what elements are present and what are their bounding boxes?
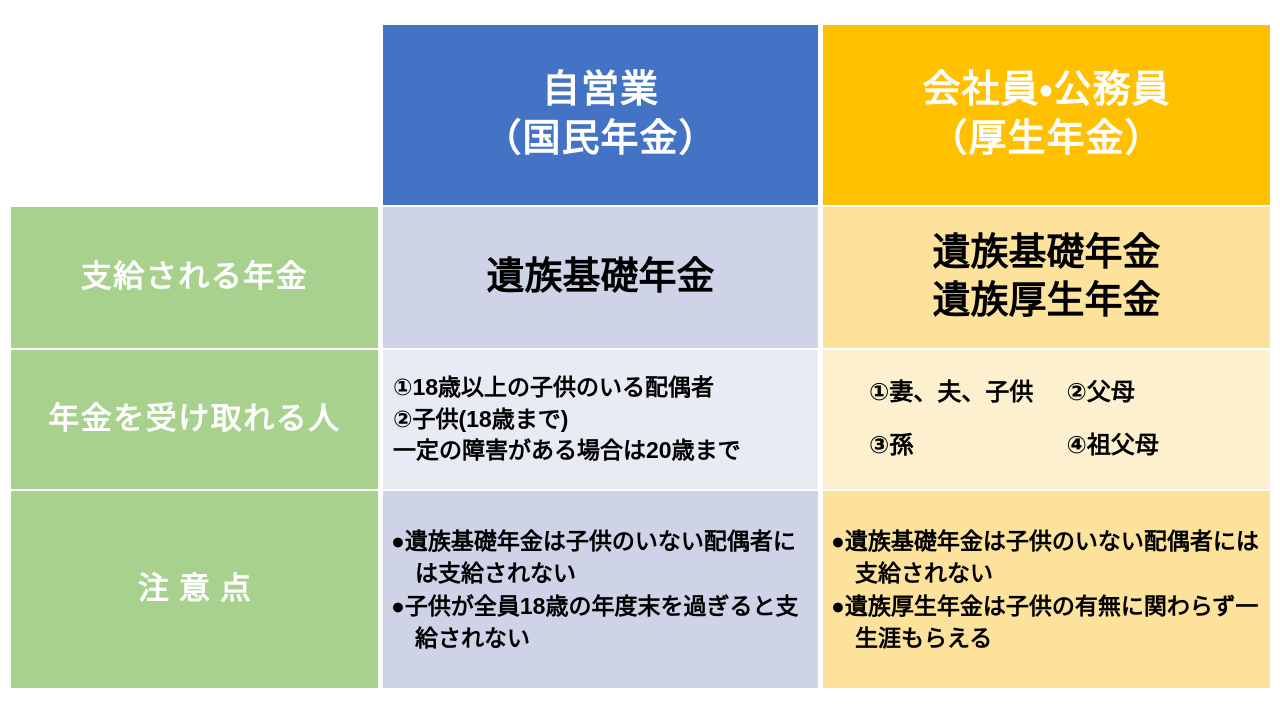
cell-pension-paid-employee-line2: 遺族厚生年金 (932, 279, 1161, 322)
row-header-pension-paid: 支給される年金 (11, 207, 378, 348)
cell-pension-paid-employee: 遺族基礎年金 遺族厚生年金 (823, 207, 1270, 348)
column-header-self-employed-line2: （国民年金） (483, 118, 718, 160)
recipient-rank-3: ③孫 (869, 431, 914, 459)
recipient-rank-1: ①妻、夫、子供 (869, 378, 1034, 406)
row-header-notes: 注意点 (11, 491, 378, 688)
row-header-eligible-recipients-label: 年金を受け取れる人 (48, 401, 341, 437)
column-header-employee: 会社員・公務員 （厚生年金） (823, 25, 1270, 205)
recipient-line-2: ②子供(18歳まで) (393, 405, 569, 432)
column-header-employee-line2: （厚生年金） (929, 118, 1164, 160)
column-header-self-employed: 自営業 （国民年金） (383, 25, 818, 205)
table-corner-cell (11, 25, 378, 205)
recipient-line-1: ①18歳以上の子供のいる配偶者 (393, 373, 715, 400)
cell-eligible-recipients-self-employed: ①18歳以上の子供のいる配偶者 ②子供(18歳まで) 一定の障害がある場合は20… (383, 350, 818, 489)
cell-eligible-recipients-employee: ①妻、夫、子供 ②父母 ③孫 ④祖父母 (823, 350, 1270, 489)
recipient-rank-grid: ①妻、夫、子供 ②父母 ③孫 ④祖父母 (823, 373, 1270, 467)
note-bullet-self-2: ●子供が全員18歳の年度末を過ぎると支給されない (391, 592, 799, 651)
row-header-notes-label: 注意点 (138, 571, 261, 607)
cell-notes-employee: ●遺族基礎年金は子供のいない配偶者には支給されない ●遺族厚生年金は子供の有無に… (823, 491, 1270, 688)
cell-pension-paid-self-employed-line1: 遺族基礎年金 (486, 255, 715, 298)
pension-comparison-table: 自営業 （国民年金） 会社員・公務員 （厚生年金） 支給される年金 遺族基礎年金… (11, 25, 1270, 688)
cell-pension-paid-employee-line1: 遺族基礎年金 (932, 231, 1161, 274)
row-header-eligible-recipients: 年金を受け取れる人 (11, 350, 378, 489)
recipient-line-3: 一定の障害がある場合は20歳まで (393, 437, 741, 464)
recipient-rank-2: ②父母 (1066, 378, 1135, 406)
cell-pension-paid-self-employed: 遺族基礎年金 (383, 207, 818, 348)
column-header-employee-line1: 会社員・公務員 (922, 69, 1171, 112)
row-header-pension-paid-label: 支給される年金 (80, 259, 309, 295)
note-bullet-self-1: ●遺族基礎年金は子供のいない配偶者には支給されない (391, 528, 796, 587)
recipient-rank-4: ④祖父母 (1066, 431, 1159, 459)
note-bullet-employee-2: ●遺族厚生年金は子供の有無に関わらず一生涯もらえる (831, 592, 1259, 651)
note-bullet-employee-1: ●遺族基礎年金は子供のいない配偶者には支給されない (831, 528, 1259, 587)
column-header-self-employed-line1: 自営業 (541, 69, 659, 112)
cell-notes-self-employed: ●遺族基礎年金は子供のいない配偶者には支給されない ●子供が全員18歳の年度末を… (383, 491, 818, 688)
